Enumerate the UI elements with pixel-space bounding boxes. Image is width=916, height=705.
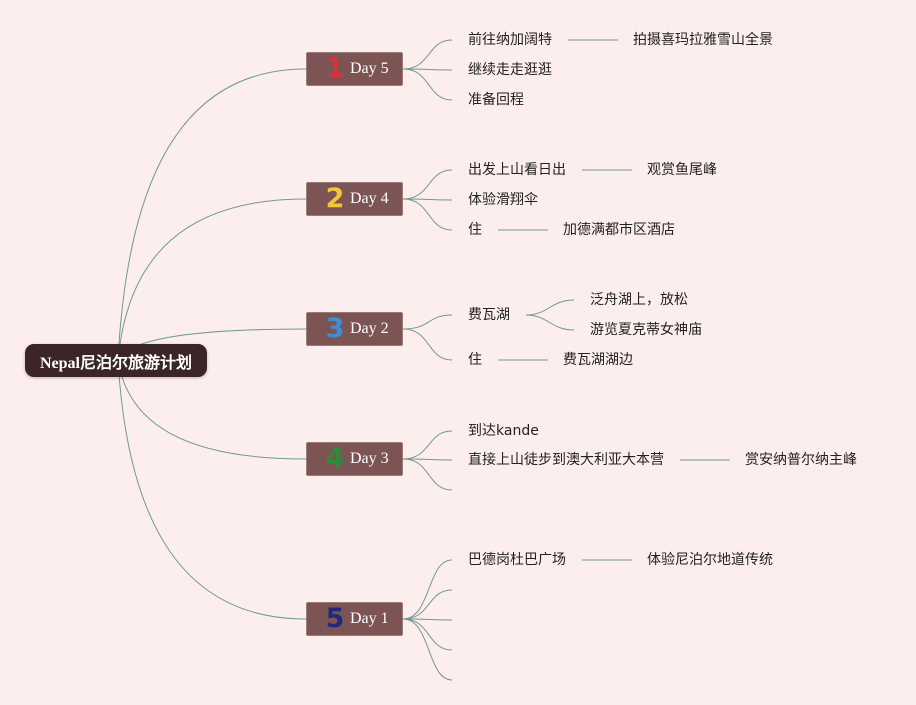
- subtopic[interactable]: 住: [468, 222, 482, 238]
- detail-topic[interactable]: 加德满都市区酒店: [562, 222, 675, 238]
- day-to-item-line: [402, 314, 453, 330]
- priority-number-icon: 5: [325, 603, 345, 634]
- subtopic[interactable]: 直接上山徒步到澳大利亚大本营: [468, 452, 664, 468]
- day-to-item-line: [402, 39, 453, 70]
- day-to-item-line: [402, 458, 453, 491]
- day-topic[interactable]: 1 Day 5: [306, 52, 403, 86]
- day-to-item-line: [402, 68, 453, 101]
- subtopic[interactable]: 前往纳加阔特: [468, 32, 552, 48]
- day-to-item-line: [402, 198, 453, 231]
- day-topic-label: Day 2: [350, 320, 389, 337]
- subtopic[interactable]: 继续走走逛逛: [468, 62, 552, 78]
- priority-number-icon: 4: [325, 443, 345, 474]
- detail-topic[interactable]: 体验尼泊尔地道传统: [646, 552, 773, 568]
- subtopic-connector-line: [525, 314, 575, 331]
- day-to-item-line: [402, 618, 453, 681]
- day-topic-label: Day 1: [350, 610, 389, 627]
- detail-topic[interactable]: 观赏鱼尾峰: [646, 162, 717, 178]
- day-to-item-line: [402, 559, 453, 620]
- day-to-item-line: [402, 68, 453, 71]
- day-to-item-line: [402, 169, 453, 200]
- detail-topic[interactable]: 泛舟湖上，放松: [589, 292, 688, 308]
- root-to-day-line: [117, 68, 307, 361]
- day-topic[interactable]: 3 Day 2: [306, 312, 403, 346]
- detail-topic[interactable]: 费瓦湖湖边: [562, 352, 633, 368]
- root-to-day-line: [117, 198, 307, 361]
- detail-topic[interactable]: 赏安纳普尔纳主峰: [744, 452, 857, 468]
- subtopic[interactable]: 住: [468, 352, 482, 368]
- day-topic-label: Day 4: [350, 190, 389, 207]
- subtopic-connector-line: [525, 299, 575, 316]
- day-to-item-line: [402, 618, 453, 621]
- day-to-item-line: [402, 198, 453, 201]
- root-topic[interactable]: Nepal尼泊尔旅游计划: [25, 344, 207, 377]
- day-topic[interactable]: 4 Day 3: [306, 442, 403, 476]
- detail-topic[interactable]: 游览夏克蒂女神庙: [589, 322, 702, 338]
- priority-number-icon: 2: [325, 183, 345, 214]
- detail-topic[interactable]: 拍摄喜玛拉雅雪山全景: [632, 32, 773, 48]
- priority-number-icon: 3: [325, 313, 345, 344]
- day-to-item-line: [402, 328, 453, 361]
- root-to-day-line: [117, 359, 307, 620]
- subtopic[interactable]: 出发上山看日出: [468, 162, 566, 178]
- root-to-day-line: [117, 359, 307, 460]
- subtopic[interactable]: 体验滑翔伞: [468, 192, 538, 208]
- root-topic-label: Nepal尼泊尔旅游计划: [39, 354, 192, 372]
- subtopic[interactable]: 费瓦湖: [468, 307, 510, 323]
- day-to-item-line: [402, 589, 453, 620]
- day-topic[interactable]: 2 Day 4: [306, 182, 403, 216]
- day-to-item-line: [402, 618, 453, 651]
- priority-number-icon: 1: [325, 53, 345, 84]
- day-topic-label: Day 5: [350, 60, 389, 77]
- day-topic[interactable]: 5 Day 1: [306, 602, 403, 636]
- subtopic[interactable]: 准备回程: [468, 92, 524, 108]
- subtopic[interactable]: 巴德岗杜巴广场: [468, 552, 566, 568]
- day-to-item-line: [402, 458, 453, 461]
- subtopic[interactable]: 到达kande: [468, 423, 539, 439]
- day-to-item-line: [402, 430, 453, 460]
- day-topic-label: Day 3: [350, 450, 389, 467]
